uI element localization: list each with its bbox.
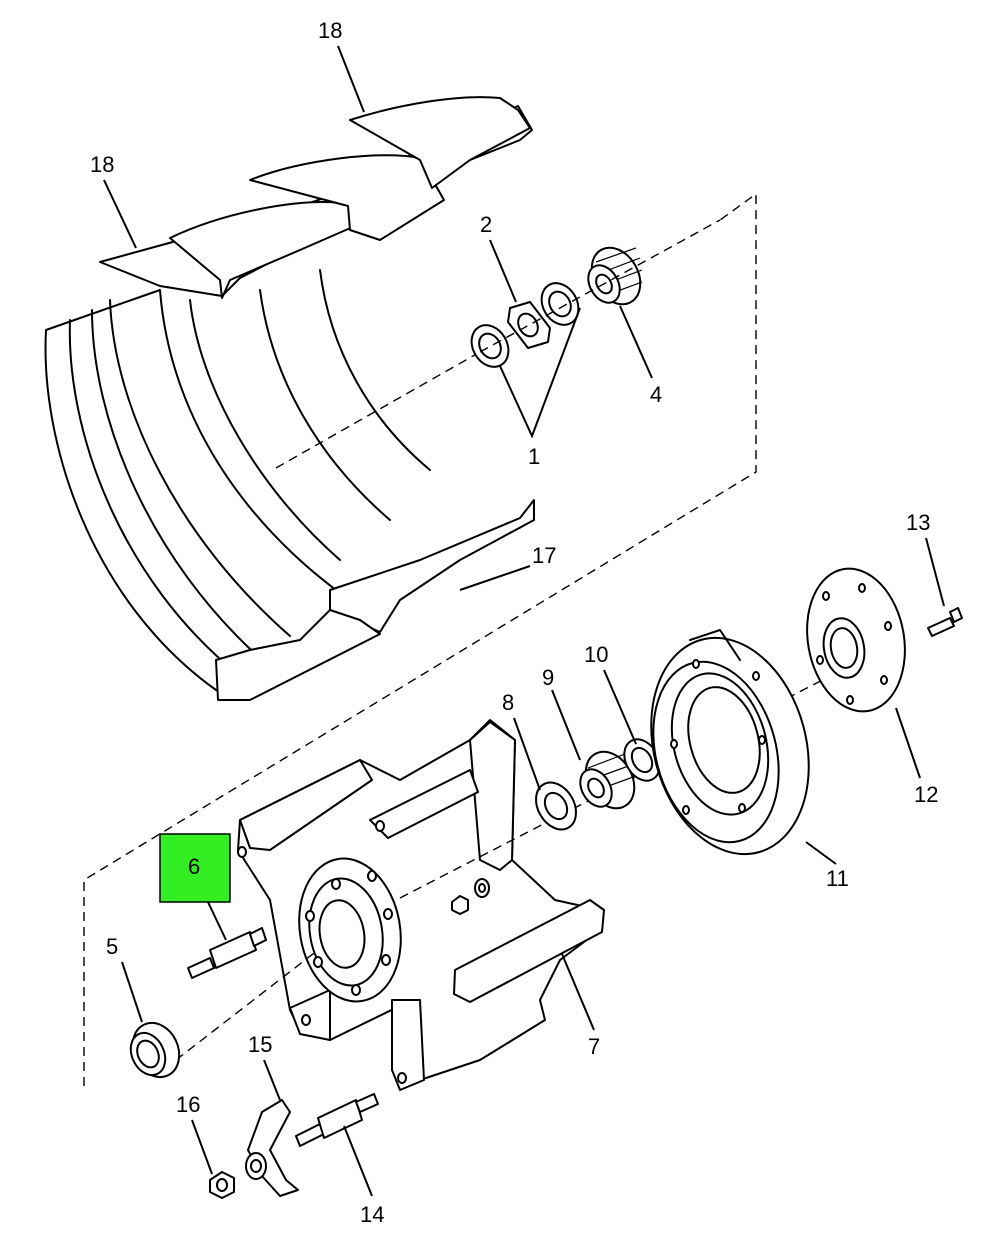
- callout-9[interactable]: 9: [542, 665, 554, 690]
- callout-1[interactable]: 1: [528, 444, 540, 469]
- clamp-nut[interactable]: [209, 1171, 235, 1199]
- assembly-boundary-line: [83, 192, 757, 1086]
- callout-11[interactable]: 11: [826, 866, 849, 891]
- callout-7[interactable]: 7: [588, 1034, 600, 1059]
- callout-13[interactable]: 13: [906, 510, 930, 535]
- callout-5[interactable]: 5: [106, 934, 118, 959]
- callout-6[interactable]: 6: [188, 854, 200, 879]
- lock-washer[interactable]: [507, 301, 551, 349]
- callout-12[interactable]: 12: [914, 782, 938, 807]
- callout-17[interactable]: 17: [532, 543, 556, 568]
- highlighted-callout-box[interactable]: [159, 833, 231, 903]
- inner-seal[interactable]: [534, 276, 585, 331]
- leader-lines: [103, 45, 945, 1197]
- axle-seal[interactable]: [124, 1015, 188, 1084]
- wheel-hub[interactable]: [237, 719, 605, 1091]
- hub-cover-plate[interactable]: [796, 561, 916, 719]
- callout-14[interactable]: 14: [360, 1202, 384, 1227]
- inner-hub-seal[interactable]: [617, 733, 667, 787]
- bearing-cup[interactable]: [528, 775, 584, 836]
- callout-15[interactable]: 15: [248, 1032, 272, 1057]
- callout-8[interactable]: 8: [502, 690, 514, 715]
- wheel-stud[interactable]: [187, 927, 267, 979]
- callout-4[interactable]: 4: [650, 382, 662, 407]
- cover-bolt[interactable]: [927, 607, 963, 637]
- wheel-clamp[interactable]: [245, 1099, 299, 1197]
- callout-2[interactable]: 2: [480, 212, 492, 237]
- callout-18-top[interactable]: 18: [318, 18, 342, 43]
- bearing-cone-outer[interactable]: [582, 239, 650, 313]
- brake-shoe-assembly[interactable]: [44, 96, 535, 701]
- callout-16[interactable]: 16: [176, 1092, 200, 1117]
- callout-labels: 18 18 2 4 1 17 13 10 9 8 12 11 6 5 7 15 …: [90, 18, 938, 1227]
- clamp-stud[interactable]: [295, 1093, 379, 1147]
- callout-10[interactable]: 10: [584, 642, 608, 667]
- outer-seal[interactable]: [464, 318, 515, 373]
- brake-drum[interactable]: [628, 620, 832, 872]
- callout-18-left[interactable]: 18: [90, 152, 114, 177]
